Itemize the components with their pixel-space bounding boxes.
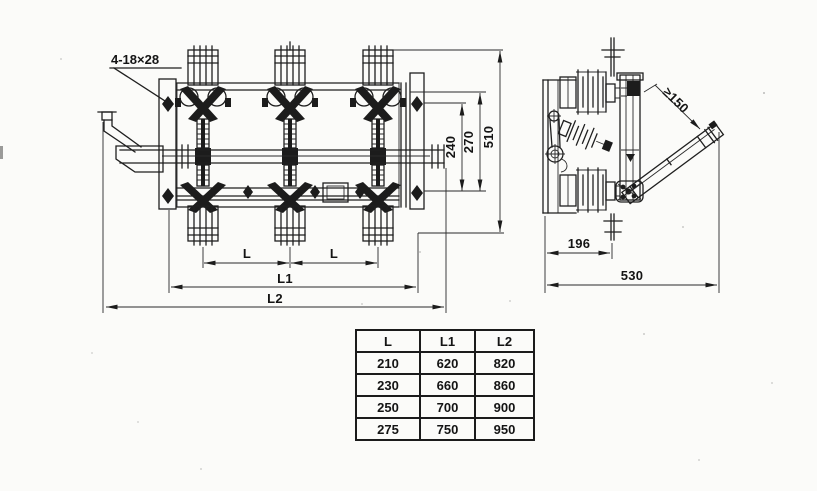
- terminal-stud-bottom: [603, 213, 623, 241]
- pole-assembly-3: [349, 45, 407, 246]
- mounting-hole-top-left: [162, 96, 174, 112]
- dimension-270: 270: [461, 131, 476, 154]
- hole-callout: 4-18×28: [109, 52, 182, 102]
- table-cell: 700: [419, 395, 476, 419]
- table-row: 230 660 860: [355, 373, 535, 397]
- scan-edge-artifact: [0, 146, 3, 159]
- dimension-240: 240: [443, 136, 458, 159]
- table-row: 250 700 900: [355, 395, 535, 419]
- table-cell: 210: [355, 351, 421, 375]
- insulator-top: [559, 69, 620, 115]
- table-header-L: L: [355, 329, 421, 353]
- side-dimensions: 196 530: [544, 132, 720, 293]
- insulator-middle: [557, 119, 613, 152]
- front-horizontal-dimensions: L L L1 L2: [102, 122, 447, 313]
- table-cell: 250: [355, 395, 421, 419]
- table-cell: 275: [355, 417, 421, 441]
- table-header-L1: L1: [419, 329, 476, 353]
- side-view: ≥150 196 530: [542, 37, 725, 293]
- insulator-bottom: [559, 167, 620, 213]
- table-row: 210 620 820: [355, 351, 535, 375]
- front-vertical-dimensions: 240 270 510: [393, 49, 504, 234]
- blade-arm: [620, 120, 725, 205]
- table-cell: 230: [355, 373, 421, 397]
- dimension-510: 510: [481, 126, 496, 149]
- table-cell: 950: [474, 417, 535, 441]
- pole-assembly-1: [174, 45, 232, 246]
- mounting-hole-bottom-left: [162, 188, 174, 204]
- terminal-stud-top: [601, 37, 625, 77]
- dimension-table: L L1 L2 210 620 820 230 660 860 250 700 …: [355, 329, 535, 441]
- mounting-hole-bottom-right: [411, 185, 423, 201]
- dimension-L-right: L: [330, 246, 338, 261]
- contact-channel: [616, 72, 644, 201]
- dimension-196: 196: [568, 236, 591, 251]
- hole-callout-label: 4-18×28: [111, 52, 159, 67]
- left-mounting-plate: [158, 78, 177, 210]
- pole-assembly-2: [261, 45, 319, 246]
- dimension-L2: L2: [267, 291, 283, 306]
- front-view: 4-18×28 240 270 510: [97, 41, 504, 313]
- mounting-hole-top-right: [411, 96, 423, 112]
- table-cell: 860: [474, 373, 535, 397]
- operating-handle: [97, 111, 164, 173]
- table-cell: 900: [474, 395, 535, 419]
- dimension-530: 530: [621, 268, 644, 283]
- table-cell: 620: [419, 351, 476, 375]
- dimension-clearance: ≥150: [660, 84, 692, 116]
- table-header-row: L L1 L2: [355, 329, 535, 353]
- clearance-dimension: ≥150: [643, 83, 701, 130]
- table-header-L2: L2: [474, 329, 535, 353]
- table-cell: 660: [419, 373, 476, 397]
- dimension-L1: L1: [277, 271, 293, 286]
- table-row: 275 750 950: [355, 417, 535, 441]
- drive-shaft: [119, 144, 445, 169]
- table-cell: 750: [419, 417, 476, 441]
- dimension-L-left: L: [243, 246, 251, 261]
- side-bracket: [542, 79, 577, 214]
- right-mounting-plate: [409, 72, 425, 210]
- table-cell: 820: [474, 351, 535, 375]
